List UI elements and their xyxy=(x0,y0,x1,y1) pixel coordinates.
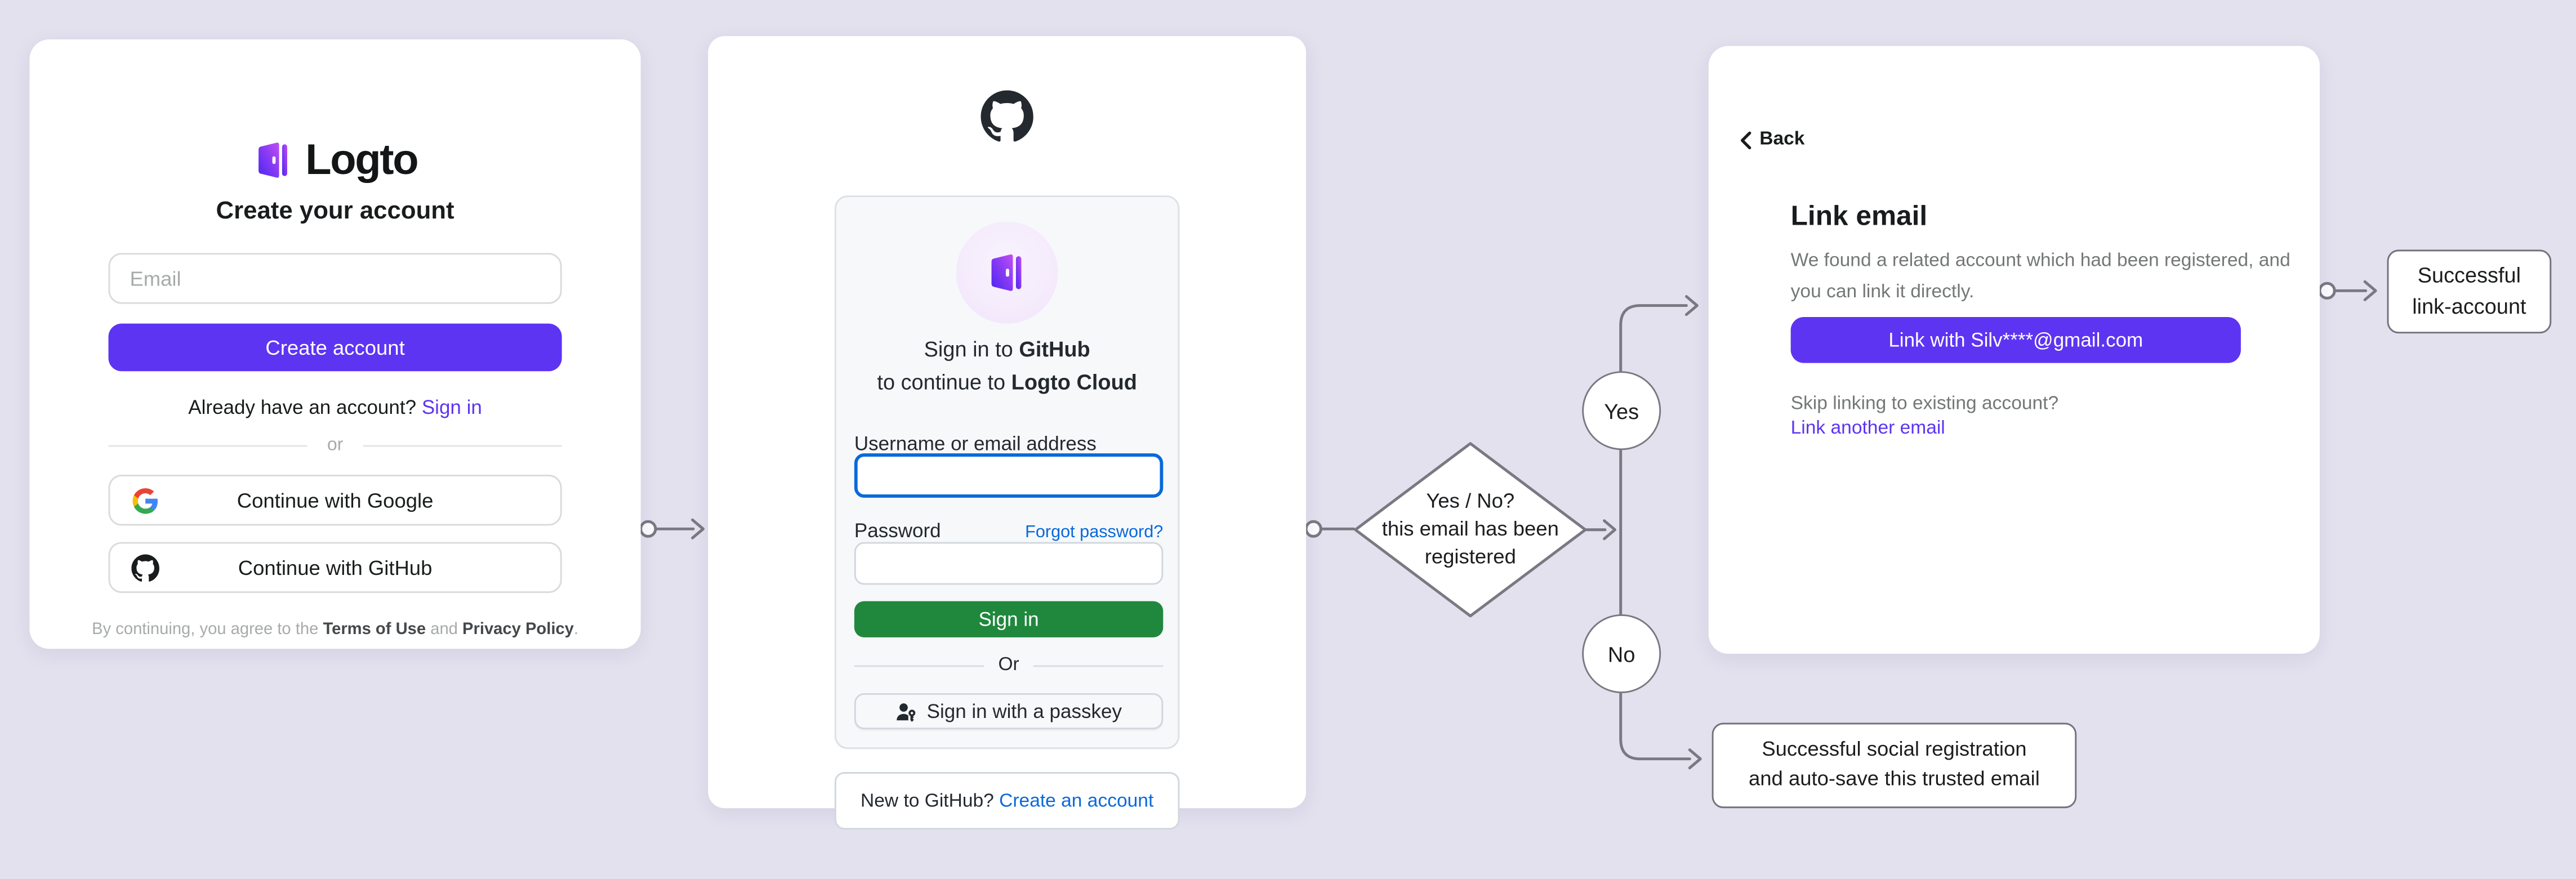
password-label-row: Password Forgot password? xyxy=(854,519,1163,542)
logto-logo: Logto xyxy=(30,135,641,185)
heading-line1-bold: GitHub xyxy=(1019,337,1090,362)
github-mark-icon xyxy=(981,90,1033,151)
connector-dot-logto xyxy=(639,520,657,538)
back-label: Back xyxy=(1759,130,1805,150)
back-button[interactable]: Back xyxy=(1740,130,1804,149)
logto-door-icon xyxy=(253,140,294,181)
create-an-account-link[interactable]: Create an account xyxy=(999,791,1154,811)
email-field[interactable] xyxy=(108,253,562,304)
terms-text: By continuing, you agree to the Terms of… xyxy=(30,621,641,639)
link-another-email-link[interactable]: Link another email xyxy=(1790,418,1945,439)
divider-line xyxy=(854,664,984,666)
continue-with-github-button[interactable]: Continue with GitHub xyxy=(108,542,562,594)
continue-with-google-button[interactable]: Continue with Google xyxy=(108,475,562,526)
outcome-link-account-box: Successful link-account xyxy=(2387,249,2552,334)
username-label: Username or email address xyxy=(854,432,1097,456)
divider-line xyxy=(363,444,562,446)
divider-line xyxy=(1033,664,1164,666)
outcome-link-line1: Successful xyxy=(2417,262,2521,288)
password-label: Password xyxy=(854,519,941,542)
github-signin-heading: Sign in to GitHub to continue to Logto C… xyxy=(836,333,1178,400)
heading-line1-prefix: Sign in to xyxy=(924,337,1019,362)
create-account-button[interactable]: Create account xyxy=(108,323,562,372)
terms-prefix: By continuing, you agree to the xyxy=(92,621,323,639)
terms-of-use-link[interactable]: Terms of Use xyxy=(323,621,426,639)
link-with-email-button[interactable]: Link with Silv****@gmail.com xyxy=(1790,317,2241,363)
heading-line2-prefix: to continue to xyxy=(877,369,1011,395)
forgot-password-link[interactable]: Forgot password? xyxy=(1025,522,1164,542)
passkey-icon xyxy=(895,700,917,722)
github-or-divider: Or xyxy=(854,655,1164,675)
connector-dot-github xyxy=(1304,520,1322,538)
signin-prompt-text: Already have an account? xyxy=(188,396,422,419)
google-button-label: Continue with Google xyxy=(237,488,434,512)
github-signin-card: Sign in to GitHub to continue to Logto C… xyxy=(708,36,1307,830)
passkey-button-label: Sign in with a passkey xyxy=(926,699,1122,723)
terms-suffix: . xyxy=(573,621,579,639)
outcome-social-line1: Successful social registration xyxy=(1762,738,2027,761)
yes-node: Yes xyxy=(1582,371,1661,450)
no-node: No xyxy=(1582,614,1661,694)
logto-app-avatar xyxy=(956,221,1058,324)
username-input[interactable] xyxy=(854,453,1164,498)
github-icon xyxy=(131,554,159,582)
logto-signup-card: Logto Create your account Create account… xyxy=(29,39,641,649)
divider-label: Or xyxy=(998,655,1019,675)
github-signin-button[interactable]: Sign in xyxy=(854,601,1164,637)
signin-link[interactable]: Sign in xyxy=(421,396,482,419)
logto-brand-text: Logto xyxy=(305,135,418,184)
passkey-signin-button[interactable]: Sign in with a passkey xyxy=(854,693,1164,730)
chevron-left-icon xyxy=(1740,131,1751,149)
privacy-policy-link[interactable]: Privacy Policy xyxy=(462,621,574,639)
email-field-wrap xyxy=(108,253,562,304)
terms-conjunction: and xyxy=(426,621,463,639)
new-to-github-text: New to GitHub? xyxy=(861,791,1000,811)
google-icon xyxy=(131,486,159,514)
divider-label: or xyxy=(327,435,344,456)
decision-line2: this email has been xyxy=(1381,517,1559,541)
outcome-social-registration-box: Successful social registration and auto-… xyxy=(1712,722,2077,809)
signin-prompt-row: Already have an account? Sign in xyxy=(30,396,641,419)
decision-line1: Yes / No? xyxy=(1426,489,1515,513)
link-email-card: Back Link email We found a related accou… xyxy=(1708,46,2320,654)
outcome-link-line2: link-account xyxy=(2412,293,2526,318)
yes-label: Yes xyxy=(1604,398,1639,423)
password-input[interactable] xyxy=(854,542,1164,585)
decision-diamond-label: Yes / No? this email has been registered xyxy=(1356,488,1585,571)
github-button-label: Continue with GitHub xyxy=(238,556,433,579)
github-create-account-box: New to GitHub? Create an account xyxy=(834,772,1180,830)
github-login-panel: Sign in to GitHub to continue to Logto C… xyxy=(834,195,1180,749)
divider-line xyxy=(108,444,307,446)
decision-line3: registered xyxy=(1424,545,1516,568)
heading-line2-bold: Logto Cloud xyxy=(1011,369,1137,395)
outcome-social-line2: and auto-save this trusted email xyxy=(1748,767,2040,791)
description-line2: you can link it directly. xyxy=(1790,282,1975,302)
or-divider: or xyxy=(108,435,562,456)
signup-title: Create your account xyxy=(216,197,454,225)
description-line1: We found a related account which had bee… xyxy=(1790,251,2290,271)
link-email-title: Link email xyxy=(1790,200,1928,232)
no-label: No xyxy=(1607,641,1635,666)
skip-linking-text: Skip linking to existing account? xyxy=(1790,394,2059,414)
connector-dot-linkcard xyxy=(2318,282,2336,300)
link-email-description: We found a related account which had bee… xyxy=(1791,247,2290,308)
